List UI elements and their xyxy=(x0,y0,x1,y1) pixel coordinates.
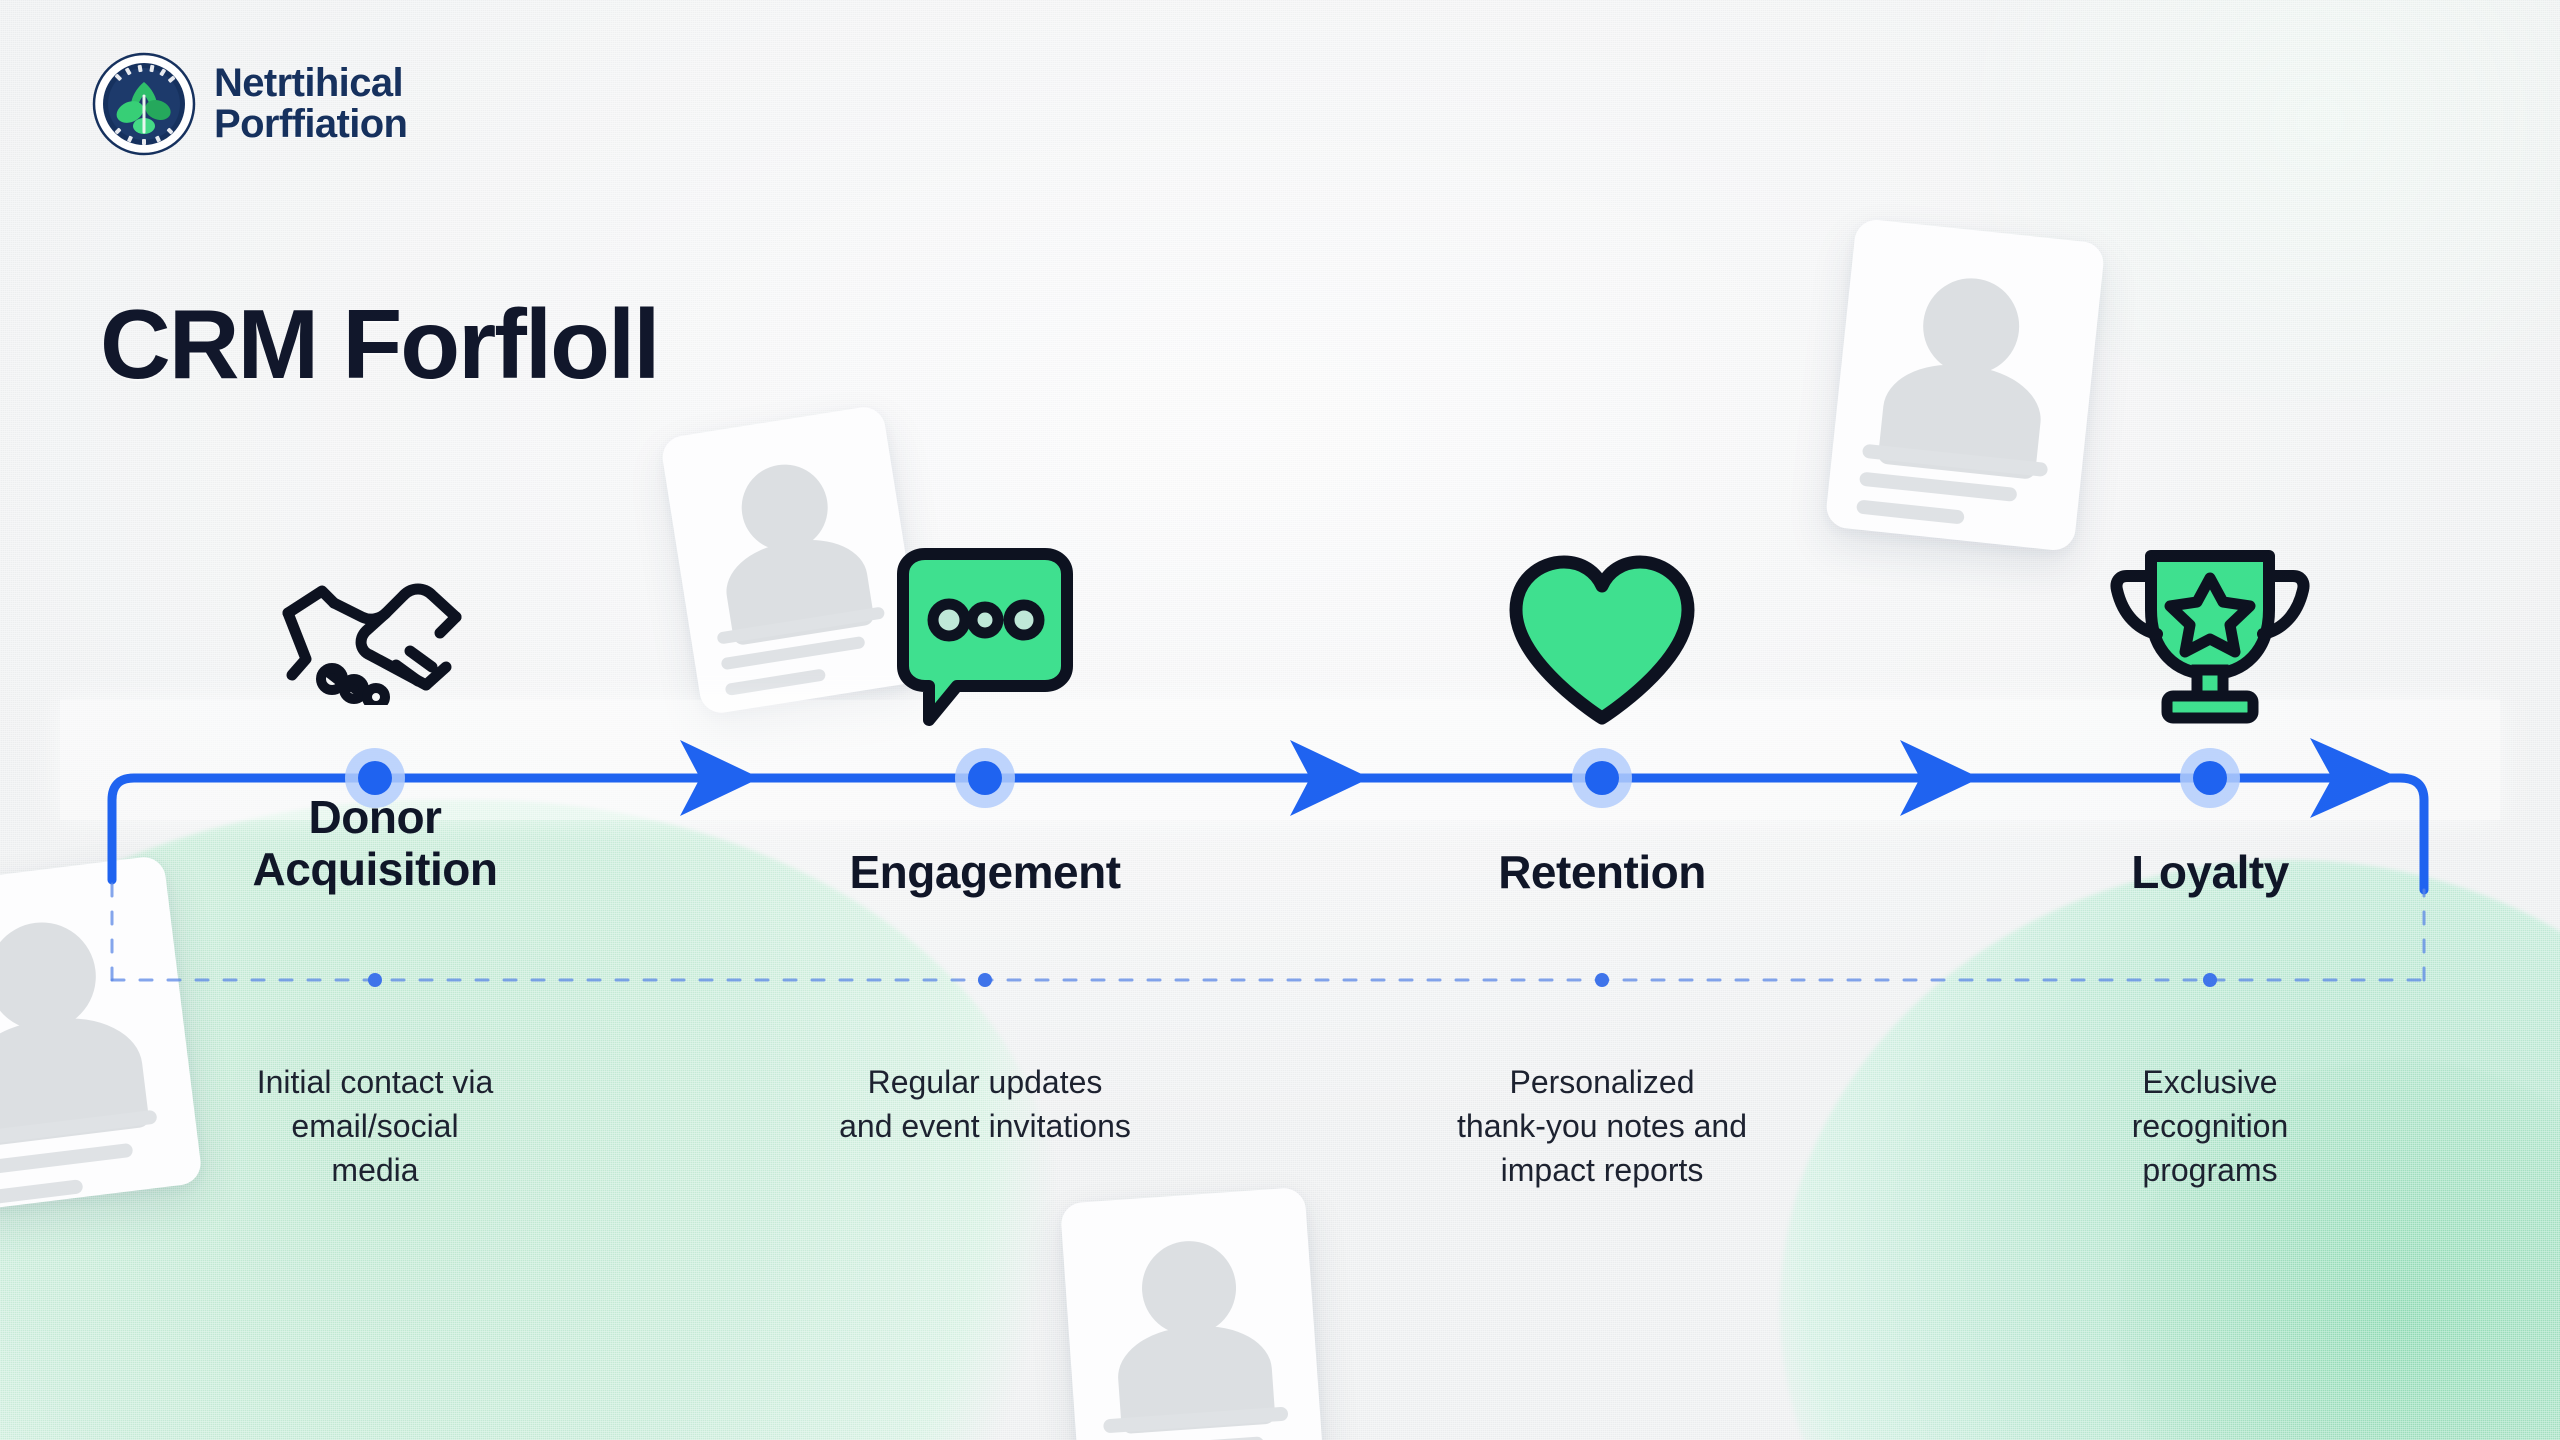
stage-desc-line-1: Regular updates xyxy=(867,1064,1103,1100)
stage-description: Exclusive recognition programs xyxy=(2040,1060,2380,1192)
trophy-star-icon xyxy=(2105,540,2315,726)
stage-description: Personalized thank-you notes and impact … xyxy=(1392,1060,1812,1192)
stage-title-line-2: Acquisition xyxy=(252,842,498,895)
stage-title-line-1: Donor xyxy=(308,791,442,843)
stage-desc-line-3: impact reports xyxy=(1500,1152,1704,1189)
stage-desc-line-2: and event invitations xyxy=(839,1108,1131,1145)
brand-logo: Netrtihical Porffiation xyxy=(92,52,408,156)
stage-desc-line-2: thank-you notes and xyxy=(1457,1108,1747,1145)
stage-desc-line-3: programs xyxy=(2142,1152,2278,1189)
page-title: CRM Forfloll xyxy=(100,289,660,399)
stage-description: Regular updates and event invitations xyxy=(770,1060,1200,1148)
stage-desc-line-1: Initial contact via xyxy=(256,1064,494,1100)
card-line xyxy=(724,668,827,697)
card-line xyxy=(1858,471,2018,502)
stage-title: Engagement xyxy=(849,846,1121,898)
heart-icon xyxy=(1502,552,1702,728)
logo-text-line-2: Porffiation xyxy=(214,102,408,146)
stage-desc-line-3: media xyxy=(331,1152,419,1189)
card-line xyxy=(0,1142,134,1178)
circular-emblem-plant-icon xyxy=(92,52,196,156)
person-placeholder-icon xyxy=(1918,273,2024,380)
logo-text-line-1: Netrtihical xyxy=(214,61,404,106)
stage-desc-line-2: email/social xyxy=(291,1108,459,1145)
stage-desc-line-1: Personalized xyxy=(1509,1064,1695,1100)
chat-bubble-icon xyxy=(885,548,1085,728)
stage-title: Loyalty xyxy=(2131,846,2289,898)
decor-contact-card xyxy=(1059,1186,1326,1440)
stage-desc-line-1: Exclusive xyxy=(2142,1064,2278,1100)
person-placeholder-icon xyxy=(1138,1237,1239,1339)
decor-contact-card xyxy=(1824,217,2106,553)
card-line xyxy=(1855,499,1965,525)
stage-desc-line-2: recognition xyxy=(2131,1108,2289,1145)
stage-description: Initial contact via email/social media xyxy=(175,1060,575,1192)
stage-title: Donor Acquisition xyxy=(165,791,585,895)
card-line xyxy=(1104,1436,1265,1440)
stage-title: Retention xyxy=(1498,846,1706,898)
handshake-icon xyxy=(270,555,480,705)
